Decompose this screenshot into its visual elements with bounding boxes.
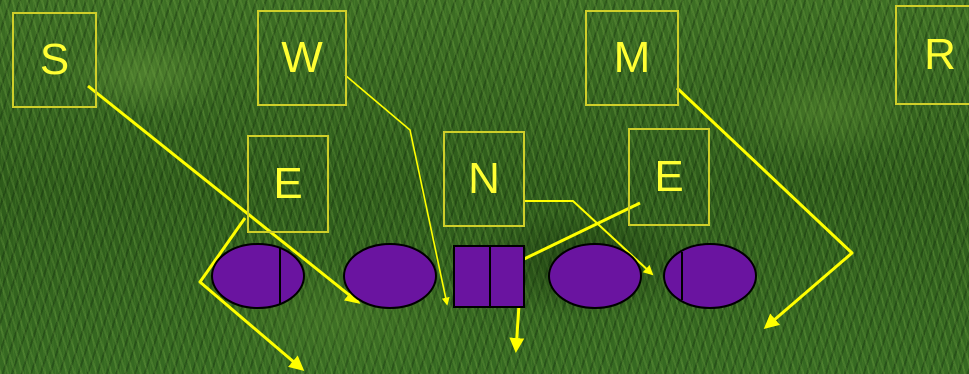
label-e-right: E: [628, 128, 710, 226]
label-m: M: [585, 10, 679, 106]
label-s: S: [12, 12, 97, 108]
player-left-guard: [343, 243, 437, 309]
label-e-left: E: [247, 135, 329, 233]
label-n: N: [443, 131, 525, 227]
player-right-guard: [548, 243, 642, 309]
player-center: [453, 245, 525, 308]
route-m-arrow: [675, 86, 854, 329]
route-s-arrow: [87, 84, 361, 304]
route-e-left-arrow: [198, 217, 305, 371]
player-right-end: [663, 243, 757, 309]
label-r: R: [895, 5, 969, 105]
route-w-arrow: [344, 74, 450, 306]
player-left-end: [211, 243, 305, 309]
route-n-arrow: [523, 200, 654, 276]
label-w: W: [257, 10, 347, 106]
